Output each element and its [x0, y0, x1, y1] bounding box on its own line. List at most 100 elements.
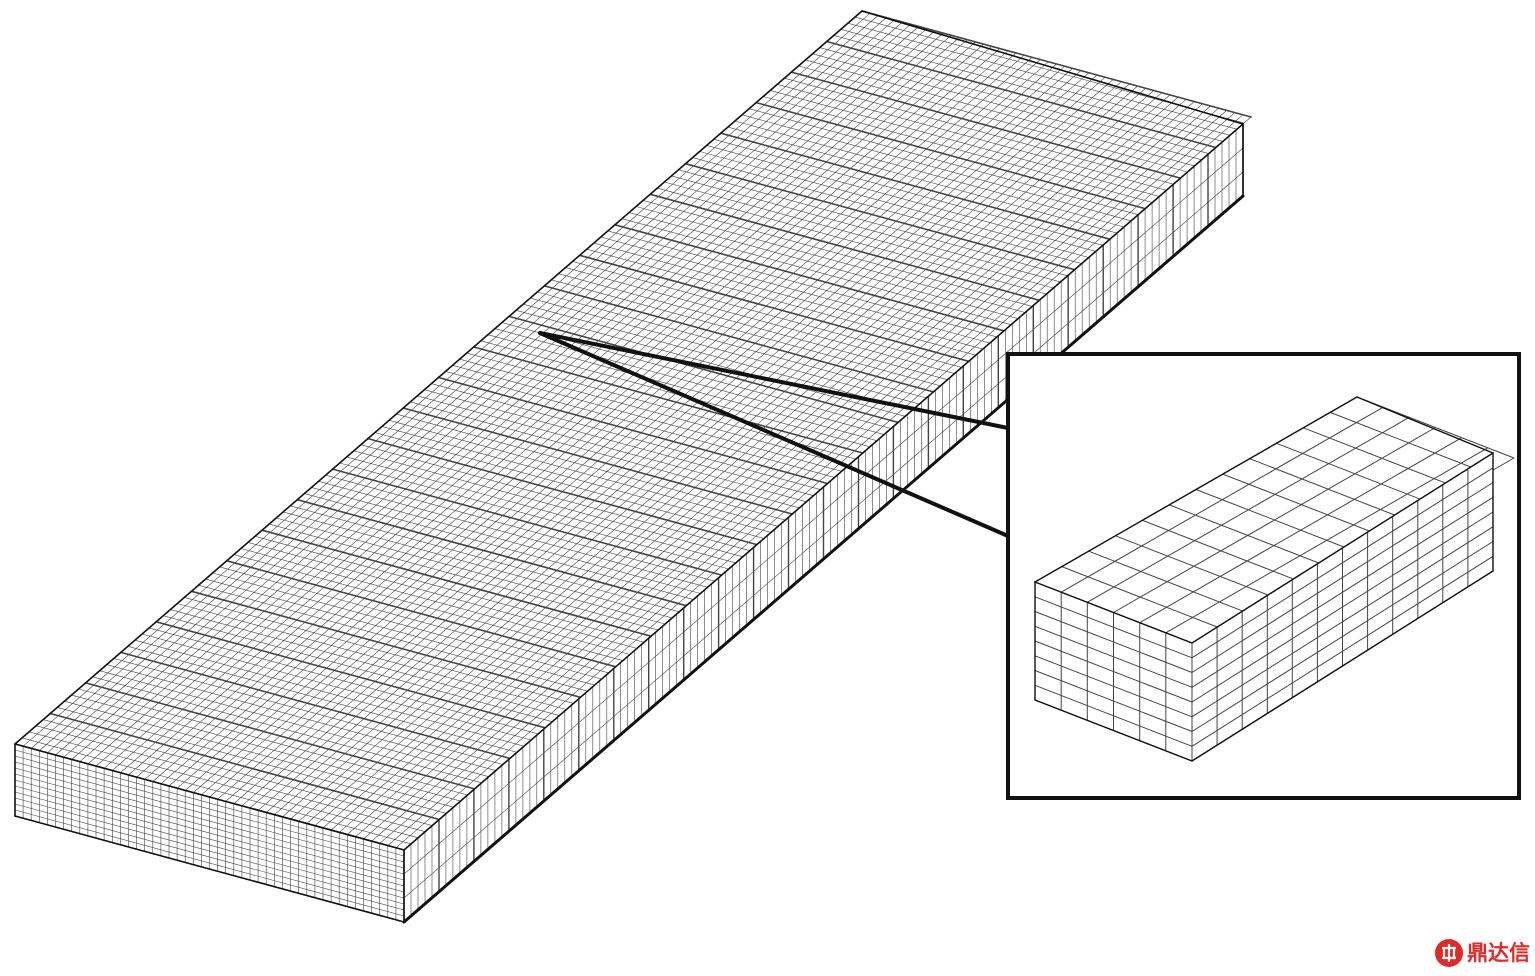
- slab-top-line-v: [379, 110, 1227, 844]
- block-mesh: [1034, 396, 1515, 762]
- slab-top-line-v: [184, 57, 1033, 791]
- slab-front-line-v: [14, 767, 405, 875]
- slab-front-line-v: [14, 749, 405, 857]
- slab-top-line-v: [176, 54, 1025, 789]
- slab-top-line-v: [387, 112, 1236, 846]
- slab-top-line-v: [120, 39, 968, 774]
- slab-front-line-v: [14, 773, 405, 881]
- slab-top-line-v: [298, 88, 1146, 822]
- slab-edge: [14, 743, 405, 851]
- slab-front-line-v: [14, 797, 405, 905]
- block-side-line-v: [1191, 555, 1494, 747]
- block-top-line-v: [1060, 406, 1384, 593]
- leader-line-upper: [538, 331, 1010, 430]
- watermark-text: 鼎达信: [1467, 941, 1530, 965]
- slab-top-line-v: [338, 99, 1187, 833]
- slab-top-line-v: [322, 94, 1171, 829]
- block-edge: [1034, 699, 1193, 762]
- slab-front-line-v: [14, 791, 405, 899]
- slab-top-line-v: [290, 85, 1138, 820]
- slab-top-line-v: [273, 81, 1122, 816]
- slab-top-line-v: [112, 37, 960, 771]
- slab-top-line-v: [306, 90, 1155, 824]
- slab-front-line-v: [14, 761, 405, 869]
- block-side-line-v: [1191, 496, 1494, 688]
- slab-front-line-v: [14, 779, 405, 887]
- slab-top-line-v: [79, 28, 928, 763]
- block-edge: [1191, 452, 1494, 644]
- slab-top-line-v: [38, 17, 887, 751]
- block-front-line-v: [1034, 655, 1193, 718]
- slab-top-line-v: [241, 72, 1090, 807]
- block-front-line-v: [1034, 596, 1193, 659]
- slab-top-line-v: [209, 63, 1057, 798]
- slab-top-line-v: [47, 19, 895, 754]
- slab-top-line-v: [95, 32, 944, 767]
- slab-top-line-v: [128, 41, 976, 776]
- block-side-line-v: [1191, 511, 1494, 703]
- slab-top-line-v: [152, 48, 1001, 782]
- slab-front-line-v: [14, 803, 405, 911]
- block-edge: [1356, 396, 1494, 454]
- slab-edge: [14, 10, 863, 745]
- block-edge: [1034, 396, 1358, 583]
- block-front-line-v: [1034, 684, 1193, 747]
- slab-top-line-v: [257, 77, 1106, 811]
- slab-edge: [403, 123, 1244, 851]
- slab-front-line-v: [14, 809, 405, 917]
- slab-top-line-v: [160, 50, 1009, 785]
- slab-top-line-v: [71, 26, 920, 760]
- block-front-line-v: [1034, 640, 1193, 703]
- block-edge: [1034, 581, 1193, 644]
- slab-bottom-edge: [402, 194, 1245, 924]
- slab-top-line-v: [282, 83, 1130, 818]
- slab-side-line-v: [403, 147, 1244, 875]
- block-top-line-v: [1165, 447, 1489, 634]
- block-side-line-v: [1191, 541, 1494, 732]
- slab-top-line-v: [103, 34, 952, 769]
- slab-top-line-v: [63, 23, 911, 758]
- slab-top-line-v: [225, 68, 1073, 802]
- watermark: 鼎达信: [1434, 938, 1530, 968]
- watermark-logo-icon: [1435, 939, 1463, 967]
- slab-edge: [14, 815, 405, 923]
- zoom-inset: [1006, 352, 1521, 800]
- slab-top-line-v: [217, 65, 1065, 800]
- block-side-line-v: [1191, 526, 1494, 718]
- slab-front-line-v: [14, 785, 405, 893]
- slab-top-line-v: [144, 45, 993, 780]
- slab-top-line-v: [355, 103, 1203, 838]
- leader-line-lower: [538, 331, 1010, 538]
- slab-top-line-v: [249, 74, 1098, 809]
- block-top-line-v: [1086, 416, 1410, 603]
- block-top-line-v: [1139, 437, 1463, 624]
- slab-front-line-v: [14, 755, 405, 863]
- block-side-line-v: [1191, 467, 1494, 659]
- slab-top-line-v: [30, 15, 879, 749]
- slab-top-line-v: [168, 52, 1017, 787]
- slab-top-line-v: [193, 59, 1041, 793]
- slab-top-line-v: [363, 105, 1211, 840]
- slab-top-line-v: [55, 21, 903, 756]
- slab-top-line-v: [87, 30, 936, 765]
- slab-top-line-v: [371, 107, 1219, 842]
- slab-side-line-v: [403, 171, 1244, 899]
- slab-top-line-v: [395, 114, 1244, 849]
- block-side-line-v: [1191, 482, 1494, 673]
- block-edge: [1191, 570, 1494, 762]
- block-front-line-v: [1034, 625, 1193, 688]
- slab-top-line-v: [136, 43, 984, 778]
- block-top-line-v: [1113, 427, 1436, 613]
- block-front-line-v: [1034, 670, 1193, 732]
- slab-top-line-v: [346, 101, 1195, 835]
- slab-top-line-v: [265, 79, 1114, 813]
- slab-mesh: [14, 10, 1252, 924]
- slab-top-line-v: [233, 70, 1082, 804]
- slab-top-line-v: [22, 12, 871, 747]
- slab-top-line-v: [201, 61, 1049, 796]
- block-front-line-v: [1034, 611, 1193, 673]
- slab-edge: [861, 10, 1244, 125]
- slab-top-line-v: [314, 92, 1163, 827]
- slab-top-line-v: [330, 96, 1179, 831]
